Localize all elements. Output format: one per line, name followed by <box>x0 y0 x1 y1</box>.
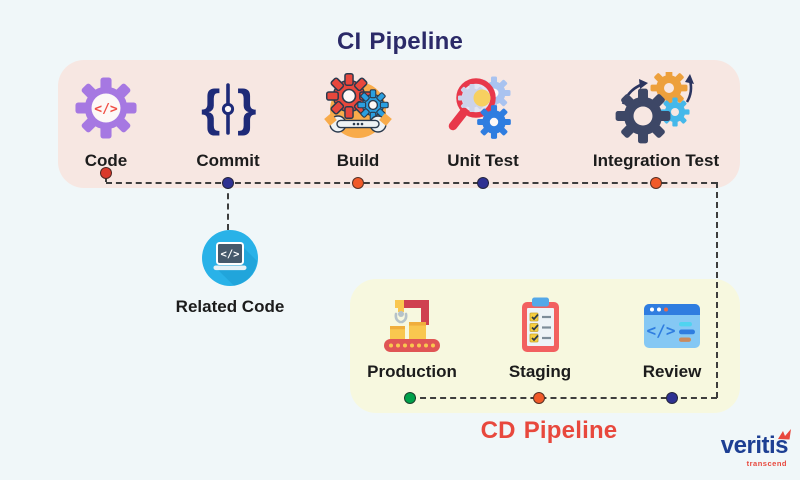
git-commit-braces-icon: { } <box>191 70 265 148</box>
stage-build: Build <box>273 70 443 171</box>
stage-label: Unit Test <box>447 151 519 170</box>
commit-to-related-code-line <box>227 183 229 230</box>
cd-title-bold: CD <box>480 417 516 444</box>
ci-to-cd-connector-line <box>716 182 718 398</box>
stage-label: Code <box>84 151 128 170</box>
cd-title-rest: Pipeline <box>523 417 618 444</box>
brand-tagline: transcend <box>746 459 787 468</box>
brand-name: veritis <box>720 432 789 459</box>
cd-connector-line <box>410 397 717 399</box>
ci-title-rest: Pipeline <box>369 28 464 55</box>
integration-milestone-dot <box>650 177 662 189</box>
stage-review: </> Review <box>587 293 757 382</box>
cd-pipeline-title: CD Pipeline <box>449 417 649 445</box>
unit-test-milestone-dot <box>477 177 489 189</box>
ci-title-bold: CI <box>336 28 362 55</box>
stage-production: Production <box>327 293 497 382</box>
ci-connector-line <box>106 182 717 184</box>
staging-milestone-dot <box>533 392 545 404</box>
stage-label: Production <box>367 362 457 381</box>
svg-text:</>: </> <box>221 249 240 261</box>
stage-integration-test: Integration Test <box>571 70 741 171</box>
related-code-label: Related Code <box>175 297 285 316</box>
review-milestone-dot <box>666 392 678 404</box>
stage-commit: { } Commit <box>143 70 313 171</box>
svg-text:{: { <box>201 80 220 136</box>
gear-code-icon: </> <box>69 70 143 148</box>
svg-text:}: } <box>237 80 256 136</box>
stage-staging: Staging <box>455 293 625 382</box>
stage-label: Build <box>336 151 380 170</box>
commit-milestone-dot <box>222 177 234 189</box>
conveyor-crane-icon <box>380 293 444 359</box>
production-milestone-dot <box>404 392 416 404</box>
integration-gears-arrows-icon <box>613 70 699 148</box>
related-code-node: </> Related Code <box>150 228 310 317</box>
gears-wrench-icon <box>321 70 395 148</box>
magnifier-gear-icon <box>446 70 520 148</box>
svg-text:</>: </> <box>647 321 676 340</box>
ci-pipeline-title: CI Pipeline <box>300 28 500 56</box>
veritis-logo: veritis transcend <box>700 429 791 468</box>
svg-text:</>: </> <box>94 102 118 117</box>
build-milestone-dot <box>352 177 364 189</box>
code-browser-icon: </> <box>641 293 703 359</box>
stage-unit-test: Unit Test <box>398 70 568 171</box>
stage-label: Commit <box>196 151 260 170</box>
stage-label: Staging <box>508 362 572 381</box>
stage-code: </> Code <box>21 70 191 171</box>
laptop-code-icon: </> <box>200 228 260 293</box>
checklist-clipboard-icon <box>511 293 569 359</box>
code-milestone-dot <box>100 167 112 179</box>
stage-label: Integration Test <box>592 151 720 170</box>
stage-label: Review <box>642 362 702 381</box>
veritis-logo-mark-icon <box>778 429 791 440</box>
